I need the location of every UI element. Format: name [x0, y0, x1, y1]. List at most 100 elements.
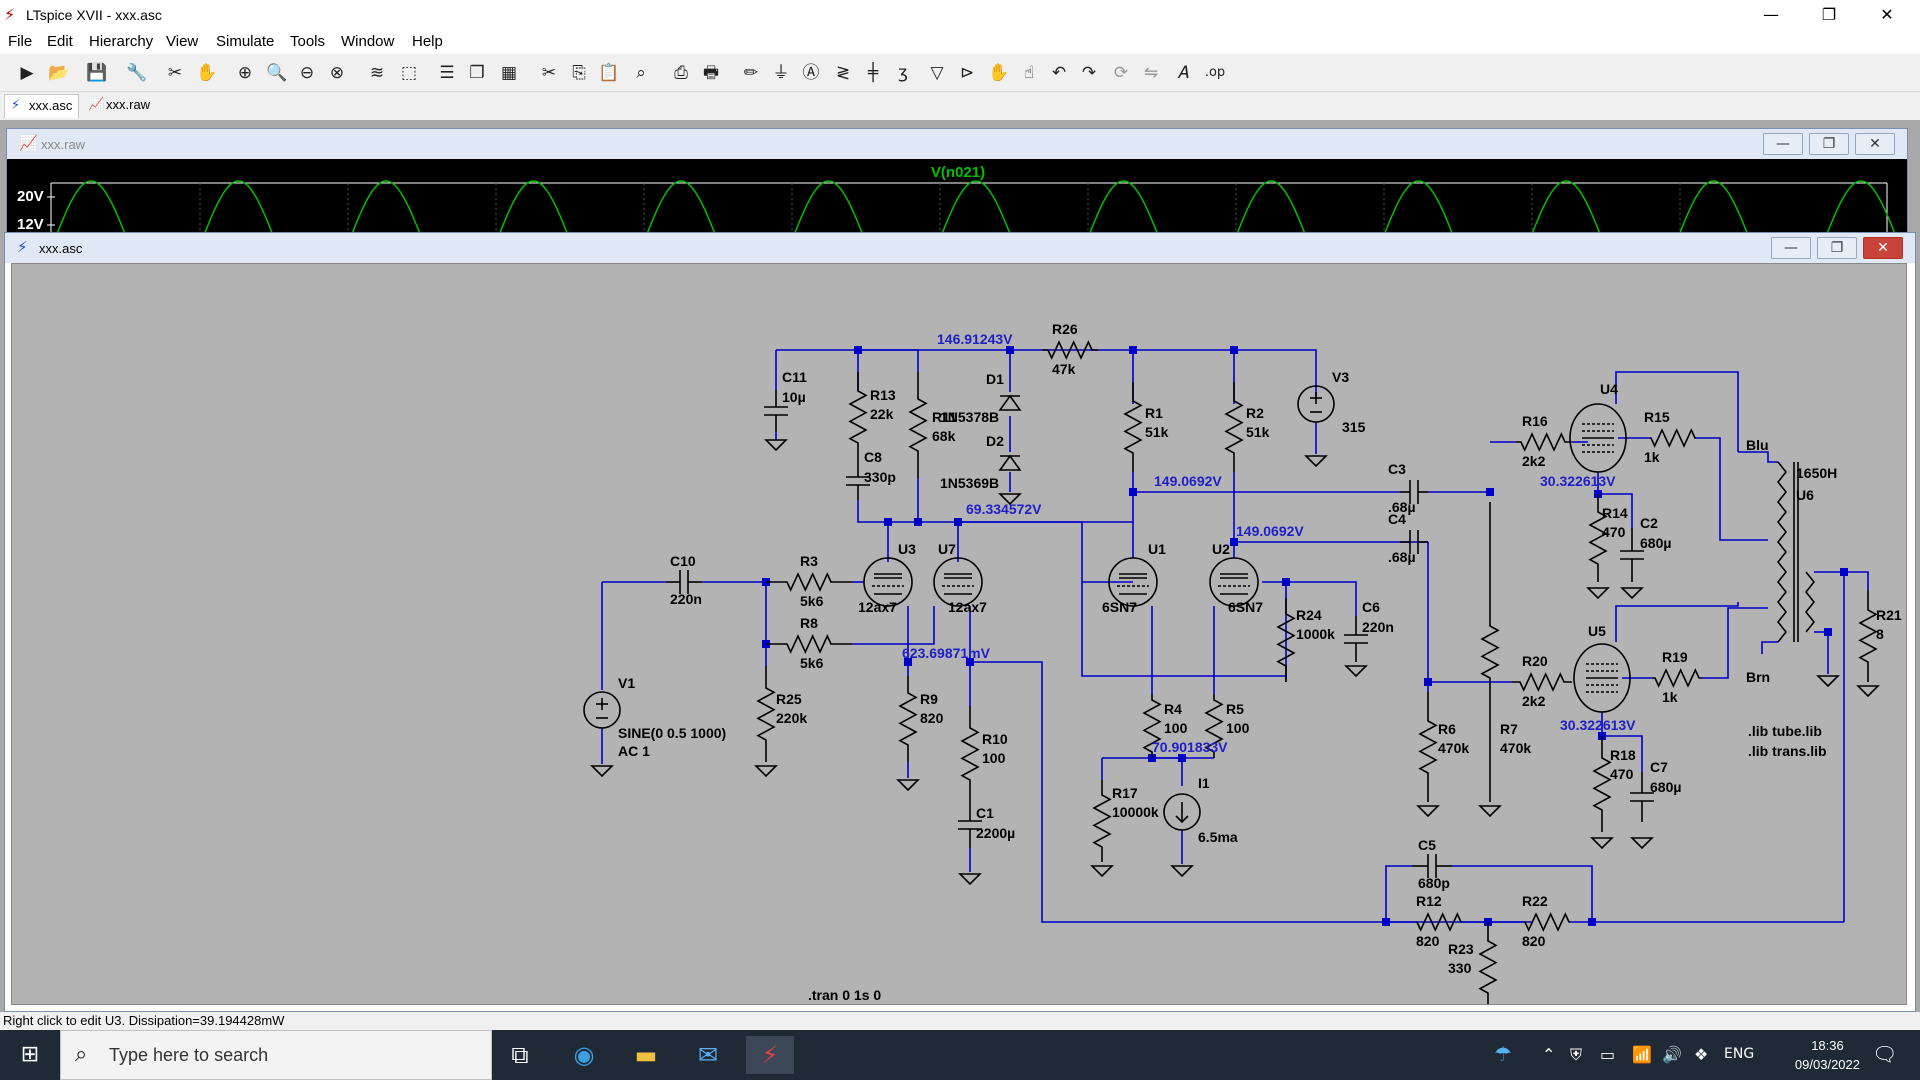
component-icon[interactable]: ⊳ [959, 63, 975, 83]
tab-waveform[interactable]: 📈 xxx.raw [82, 94, 156, 118]
menu-simulate[interactable]: Simulate [216, 33, 275, 50]
ltspice-taskbar-icon[interactable]: ⚡ [746, 1036, 794, 1074]
draw-wire-icon[interactable]: ✏ [743, 63, 759, 83]
zoom-in-icon[interactable]: ⊕ [237, 63, 253, 83]
ground-symbol [754, 765, 778, 778]
control-panel-icon[interactable]: 🔧 [126, 63, 148, 83]
tab-schematic[interactable]: ⚡ xxx.asc [4, 94, 80, 118]
waveform-plot[interactable]: V(n021) 20V 12V [7, 159, 1907, 239]
schematic-window-titlebar[interactable]: ⚡ xxx.asc — ❐ ✕ [5, 233, 1915, 263]
waveform-window-titlebar[interactable]: 📈 xxx.raw — ❐ ✕ [7, 129, 1907, 159]
label-r23: R23 [1448, 941, 1474, 957]
find-icon[interactable]: ⌕ [636, 63, 646, 83]
menu-file[interactable]: File [8, 33, 33, 50]
clock[interactable]: 18:36 09/03/2022 [1795, 1036, 1860, 1074]
ground-symbol [1590, 837, 1614, 850]
menu-help[interactable]: Help [412, 33, 443, 50]
label-c3: C3 [1388, 461, 1406, 477]
label-u7: U7 [938, 541, 956, 557]
zoom-fit-icon[interactable]: 🔍 [266, 63, 288, 83]
print-icon[interactable]: ⎙ [674, 63, 688, 83]
notifications-icon[interactable]: 🗨 [1872, 1042, 1898, 1066]
waveform-close-button[interactable]: ✕ [1855, 133, 1895, 155]
halt-icon[interactable]: ✂ [167, 63, 183, 83]
label-r5: R5 [1226, 701, 1244, 717]
waveform-maximize-button[interactable]: ❐ [1809, 133, 1849, 155]
windows-start-icon[interactable]: ⊞ [20, 1042, 40, 1067]
zoom-out-icon[interactable]: ⊖ [299, 63, 315, 83]
label-r13: R13 [870, 387, 896, 403]
cut-icon[interactable]: ✂ [541, 63, 557, 83]
run-icon[interactable]: ▶ [20, 63, 34, 83]
label-net-icon[interactable]: Ⓐ [802, 63, 820, 83]
battery-icon[interactable]: ▭ [1600, 1045, 1616, 1064]
pan-icon[interactable]: ✋ [196, 63, 218, 83]
dropbox-icon[interactable]: ❖ [1694, 1045, 1709, 1064]
node-voltage-149v-a: 149.0692V [1154, 473, 1222, 489]
resistor-R18 [1592, 736, 1612, 832]
label-r7: R7 [1500, 721, 1518, 737]
show-hidden-icons-icon[interactable]: ⌃ [1542, 1045, 1556, 1064]
tile-vertical-icon[interactable]: ▦ [500, 63, 518, 83]
waveform-minimize-button[interactable]: — [1763, 133, 1803, 155]
weather-icon[interactable]: ☂ [1494, 1042, 1512, 1066]
network-icon[interactable]: 📶 [1632, 1045, 1652, 1064]
inductor-icon[interactable]: ʒ [898, 63, 908, 83]
trace-name[interactable]: V(n021) [931, 164, 985, 181]
menu-window[interactable]: Window [341, 33, 395, 50]
security-icon[interactable]: ⛨ [1570, 1045, 1583, 1064]
delete-trace-icon[interactable]: ⬚ [400, 63, 418, 83]
cascade-icon[interactable]: ❐ [469, 63, 485, 83]
value-v1-ac: AC 1 [618, 743, 650, 759]
value-d1: 1N5378B [940, 409, 999, 425]
move-icon[interactable]: ✋ [988, 63, 1010, 83]
close-button[interactable]: ✕ [1880, 5, 1894, 24]
resistor-icon[interactable]: ≷ [835, 63, 851, 83]
ground-symbol [1344, 665, 1368, 678]
volume-icon[interactable]: 🔊 [1662, 1045, 1682, 1064]
menu-hierarchy[interactable]: Hierarchy [89, 33, 154, 50]
print-setup-icon[interactable]: 🖶 [702, 63, 720, 83]
restore-button[interactable]: ❐ [1821, 5, 1837, 24]
capacitor-icon[interactable]: ╪ [867, 63, 879, 83]
copy-icon[interactable]: ⎘ [572, 63, 586, 83]
toolbar: ▶ 📂 💾 🔧 ✂ ✋ ⊕ 🔍 ⊖ ⊗ ≋ ⬚ ☰ ❐ ▦ ✂ ⎘ 📋 ⌕ ⎙ … [0, 54, 1920, 92]
redo-icon[interactable]: ↷ [1081, 63, 1097, 83]
schematic-close-button[interactable]: ✕ [1863, 237, 1903, 259]
current-source-i1 [1163, 793, 1201, 831]
ground-icon[interactable]: ⏚ [772, 63, 790, 83]
menu-tools[interactable]: Tools [290, 33, 326, 50]
minimize-button[interactable]: — [1763, 5, 1779, 24]
zoom-cancel-icon[interactable]: ⊗ [329, 63, 345, 83]
autorange-icon[interactable]: ≋ [369, 63, 385, 83]
task-view-icon[interactable]: ⧉ [511, 1041, 529, 1069]
node-voltage-149v-b: 149.0692V [1236, 523, 1304, 539]
schematic-minimize-button[interactable]: — [1771, 237, 1811, 259]
paste-icon[interactable]: 📋 [598, 63, 620, 83]
undo-icon[interactable]: ↶ [1051, 63, 1067, 83]
menu-view[interactable]: View [166, 33, 199, 50]
language-indicator[interactable]: ENG [1724, 1046, 1755, 1062]
file-explorer-icon[interactable]: ▬ [634, 1041, 658, 1069]
label-r15: R15 [1644, 409, 1670, 425]
resistor-R5 [1204, 694, 1224, 758]
spice-directive-icon[interactable]: .op [1204, 65, 1226, 80]
mirror-icon[interactable]: ⇋ [1143, 63, 1159, 83]
diode-icon[interactable]: ▽ [930, 63, 944, 83]
taskbar-search[interactable]: ⌕ Type here to search [60, 1030, 492, 1080]
drag-icon[interactable]: ☝ [1023, 63, 1035, 83]
resistor-R2 [1224, 382, 1244, 472]
edge-icon[interactable]: ◉ [573, 1041, 595, 1069]
save-icon[interactable]: 💾 [86, 63, 108, 83]
mail-icon[interactable]: ✉ [697, 1041, 719, 1069]
text-icon[interactable]: 𝐴 [1177, 63, 1189, 83]
menu-edit[interactable]: Edit [47, 33, 73, 50]
open-icon[interactable]: 📂 [48, 63, 70, 83]
schematic-maximize-button[interactable]: ❐ [1817, 237, 1857, 259]
tile-horizontal-icon[interactable]: ☰ [439, 63, 455, 83]
rotate-icon[interactable]: ⟳ [1113, 63, 1129, 83]
v-n021-trace[interactable] [54, 180, 1898, 239]
value-c11: 10µ [782, 389, 806, 405]
